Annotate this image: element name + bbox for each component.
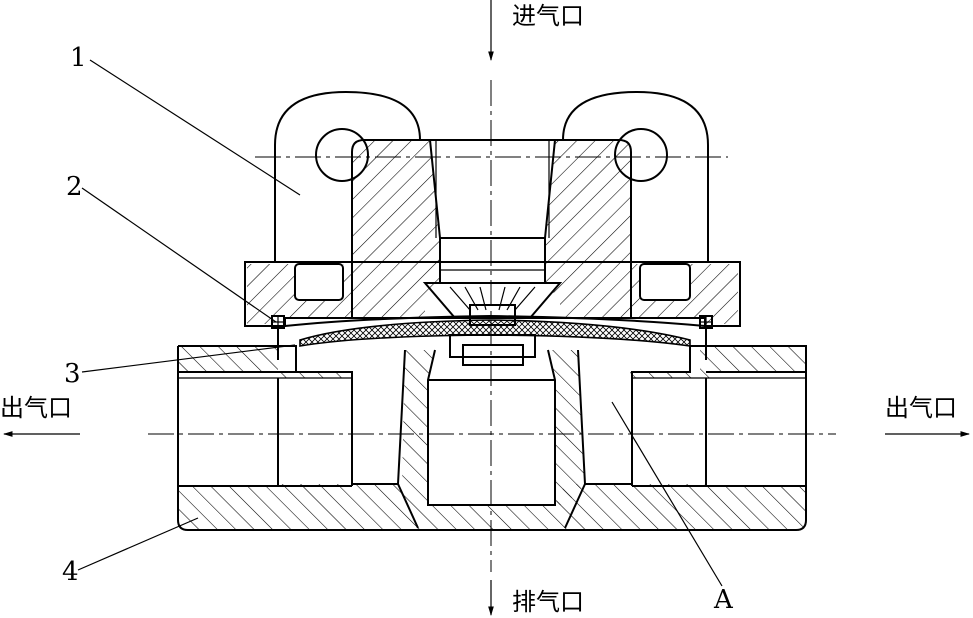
cap-center-block-hatch [352, 140, 440, 318]
cap-flange-right-hatch [631, 264, 738, 324]
bolts-part-2 [271, 315, 713, 360]
leader-4 [77, 517, 199, 571]
body-center-cone-right-hatch [548, 350, 585, 505]
part-2-label: 2 [66, 172, 83, 202]
body-left-wall-hatch [178, 346, 352, 378]
valve-body-part-4 [177, 345, 807, 531]
valve-cap-part-1 [244, 90, 741, 327]
leader-a [611, 401, 723, 587]
leader-1 [89, 59, 301, 196]
inlet-label: 进气口 [512, 2, 584, 30]
body-bottom-hatch [178, 484, 806, 530]
part-4-label: 4 [62, 557, 79, 587]
body-center-cone-hatch [402, 350, 435, 505]
part-1-label: 1 [70, 43, 87, 73]
outlet-right-label: 出气口 [885, 394, 957, 422]
diaphragm-part-3 [284, 314, 706, 366]
diaphragm-crosshatch [299, 319, 691, 347]
leader-3 [81, 344, 296, 373]
outlet-left-label: 出气口 [0, 394, 72, 422]
chamber-a-label: A [713, 585, 734, 615]
exhaust-label: 排气口 [512, 588, 584, 616]
cap-center-block-right-hatch [545, 140, 631, 318]
leader-2 [81, 187, 277, 323]
body-right-wall-hatch [630, 346, 806, 378]
part-3-label: 3 [64, 359, 81, 389]
cap-flange-left-hatch [247, 264, 352, 324]
